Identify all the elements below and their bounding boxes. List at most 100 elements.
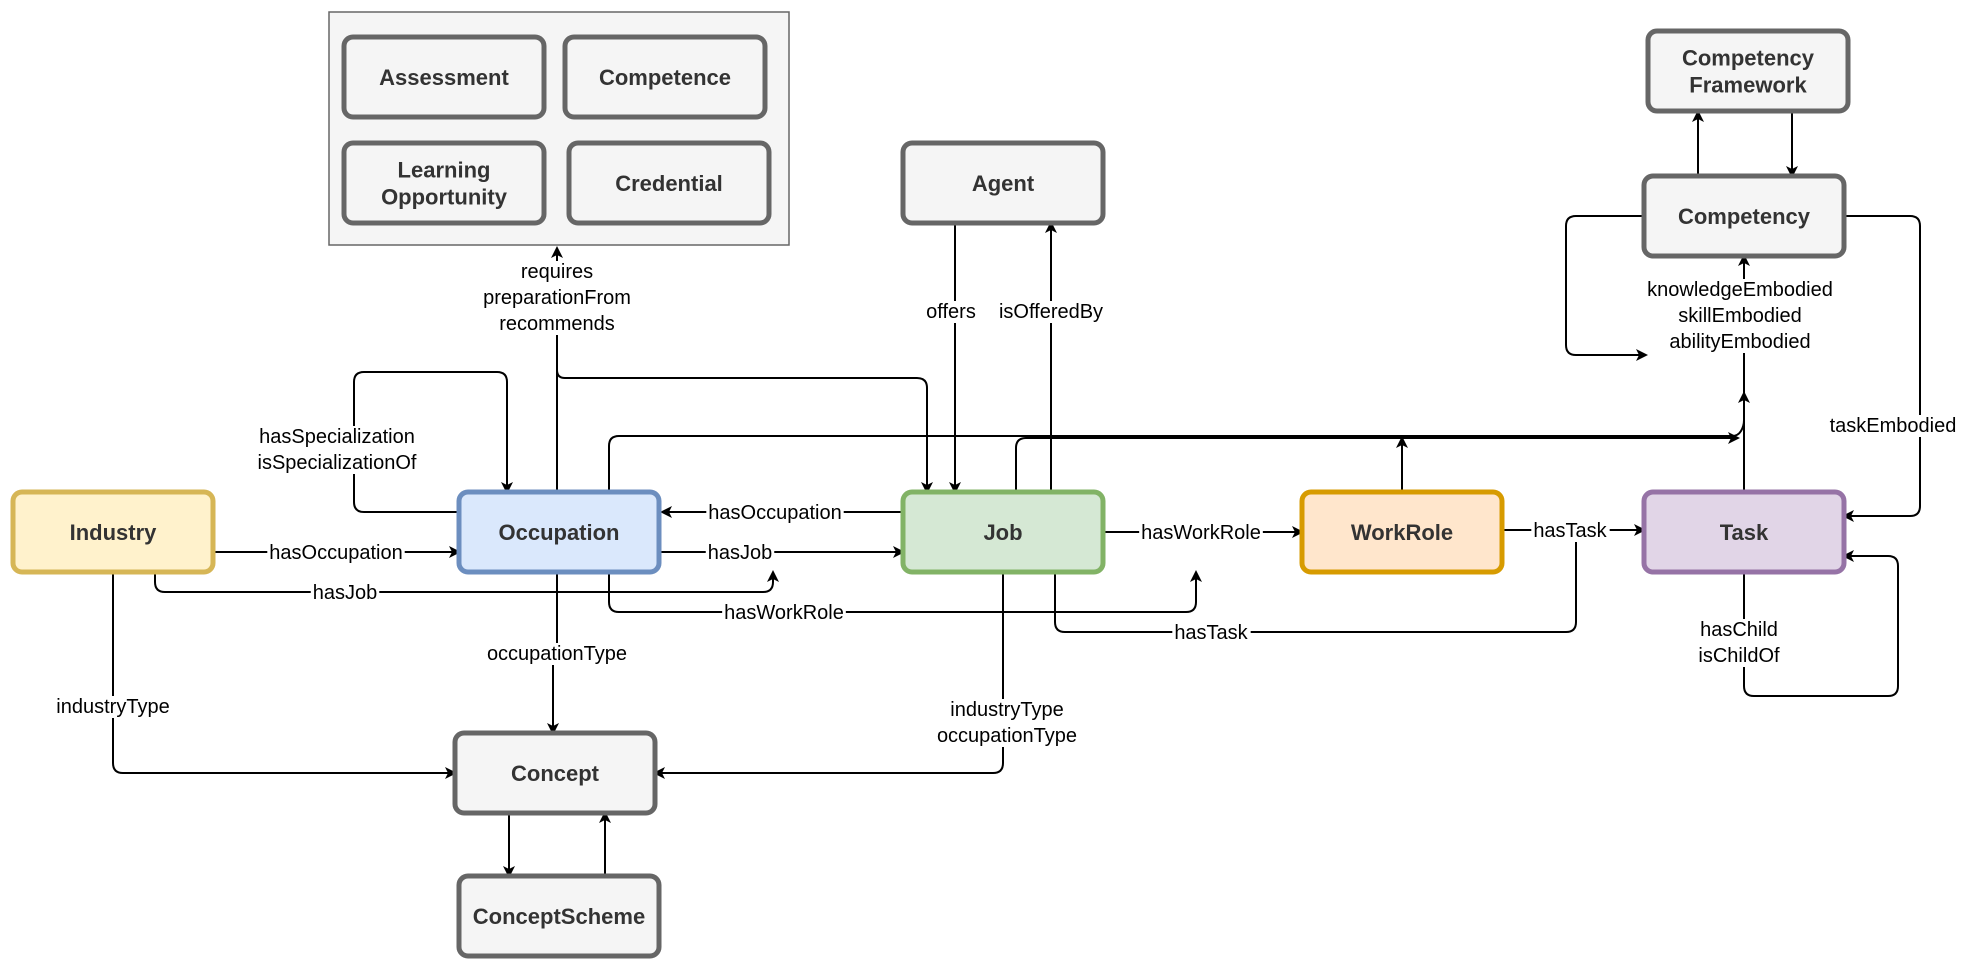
node-box bbox=[900, 140, 1106, 226]
node-box bbox=[1641, 173, 1847, 259]
node-agent[interactable]: Agent bbox=[900, 140, 1106, 226]
edge-label-offers: offers bbox=[924, 301, 978, 323]
edge-label-background bbox=[1645, 279, 1835, 353]
edge-label-background bbox=[722, 602, 846, 624]
edge-label-text: hasTask bbox=[1174, 622, 1248, 644]
edge-label-background bbox=[996, 301, 1106, 323]
edge-label-text: hasJob bbox=[708, 542, 773, 564]
edge-label-occupation-hasjob: hasJob bbox=[705, 542, 775, 564]
edge-label-industrytype: industryType bbox=[54, 696, 172, 718]
node-box bbox=[10, 489, 216, 575]
edge-label-background bbox=[706, 502, 844, 524]
node-box bbox=[341, 34, 547, 120]
edge-label-background bbox=[310, 582, 380, 604]
edge-label-background bbox=[1827, 415, 1959, 437]
edge-label-background bbox=[1531, 520, 1610, 542]
node-label: WorkRole bbox=[1351, 520, 1453, 545]
edge-label-text: taskEmbodied bbox=[1830, 415, 1957, 437]
edge-label-background bbox=[1139, 522, 1263, 544]
node-credential[interactable]: Credential bbox=[566, 140, 772, 226]
edge-connector bbox=[154, 570, 779, 593]
node-box bbox=[341, 140, 547, 226]
edge-label-text: hasWorkRole bbox=[724, 602, 844, 624]
edge-connector bbox=[1565, 215, 1648, 361]
node-label: Agent bbox=[972, 171, 1035, 196]
edge-label-text: hasOccupation bbox=[708, 502, 841, 524]
node-box bbox=[1641, 489, 1847, 575]
node-label: Assessment bbox=[379, 65, 509, 90]
edge-label-job-hasoccupation: hasOccupation bbox=[706, 502, 844, 524]
node-job[interactable]: Job bbox=[900, 489, 1106, 575]
node-label: Concept bbox=[511, 761, 600, 786]
edge-label-text: hasJob bbox=[313, 582, 378, 604]
node-workrole[interactable]: WorkRole bbox=[1299, 489, 1505, 575]
node-box bbox=[562, 34, 768, 120]
edge-label-background bbox=[705, 542, 775, 564]
edge-label-background bbox=[267, 542, 405, 564]
node-label: Job bbox=[983, 520, 1022, 545]
node-label: Occupation bbox=[498, 520, 619, 545]
edge-label-job-hastask: hasTask bbox=[1172, 622, 1251, 644]
node-concept[interactable]: Concept bbox=[452, 730, 658, 816]
edge-label-occupation-hasworkrole: hasWorkRole bbox=[722, 602, 846, 624]
node-label: Competency bbox=[1678, 204, 1811, 229]
edge-connector bbox=[1015, 432, 1740, 492]
edge-label-background bbox=[924, 301, 978, 323]
node-competency[interactable]: Competency bbox=[1641, 173, 1847, 259]
edge-label-background bbox=[484, 643, 630, 665]
node-label: Credential bbox=[615, 171, 723, 196]
edge-connector bbox=[1842, 215, 1921, 522]
node-box bbox=[1299, 489, 1505, 575]
edge-label-text: isOfferedBy bbox=[999, 301, 1103, 323]
edge-label-occupationtype: occupationType bbox=[484, 643, 630, 665]
edge-connector bbox=[353, 371, 513, 513]
edge-label-text: offers bbox=[926, 301, 976, 323]
node-conceptscheme[interactable]: ConceptScheme bbox=[456, 873, 662, 959]
node-box bbox=[1645, 28, 1851, 114]
node-assessment[interactable]: Assessment bbox=[341, 34, 547, 120]
edge-connector bbox=[653, 572, 1004, 779]
edge-label-background bbox=[1696, 619, 1783, 667]
node-industry[interactable]: Industry bbox=[10, 489, 216, 575]
edge-connector bbox=[1054, 528, 1582, 633]
edge-connector bbox=[608, 570, 1202, 613]
edge-label-text: industryType bbox=[56, 696, 169, 718]
edge-label-text: occupationType bbox=[487, 643, 627, 665]
node-box bbox=[900, 489, 1106, 575]
edge-label-taskembodied: taskEmbodied bbox=[1827, 415, 1959, 437]
edge-label-job-hasworkrole: hasWorkRole bbox=[1139, 522, 1263, 544]
edge-label-text: hasOccupation bbox=[269, 542, 402, 564]
node-box bbox=[456, 489, 662, 575]
edge-label-text: hasTask bbox=[1533, 520, 1607, 542]
edge-label-workrole-hastask: hasTask bbox=[1531, 520, 1610, 542]
edge-label-background bbox=[481, 261, 633, 335]
edge-label-background bbox=[1172, 622, 1251, 644]
edge-label-background bbox=[54, 696, 172, 718]
node-label: ConceptScheme bbox=[473, 904, 645, 929]
node-box bbox=[452, 730, 658, 816]
edge-connector bbox=[1743, 550, 1899, 697]
edge-label-industry-hasoccupation: hasOccupation bbox=[267, 542, 405, 564]
edge-connector bbox=[112, 572, 457, 779]
node-occupation[interactable]: Occupation bbox=[456, 489, 662, 575]
node-label: Industry bbox=[70, 520, 158, 545]
node-competence[interactable]: Competence bbox=[562, 34, 768, 120]
edge-connector bbox=[556, 362, 933, 494]
edge-label-industry-hasjob: hasJob bbox=[310, 582, 380, 604]
node-task[interactable]: Task bbox=[1641, 489, 1847, 575]
node-box bbox=[456, 873, 662, 959]
node-label: Task bbox=[1720, 520, 1769, 545]
edge-connector bbox=[608, 254, 1750, 492]
